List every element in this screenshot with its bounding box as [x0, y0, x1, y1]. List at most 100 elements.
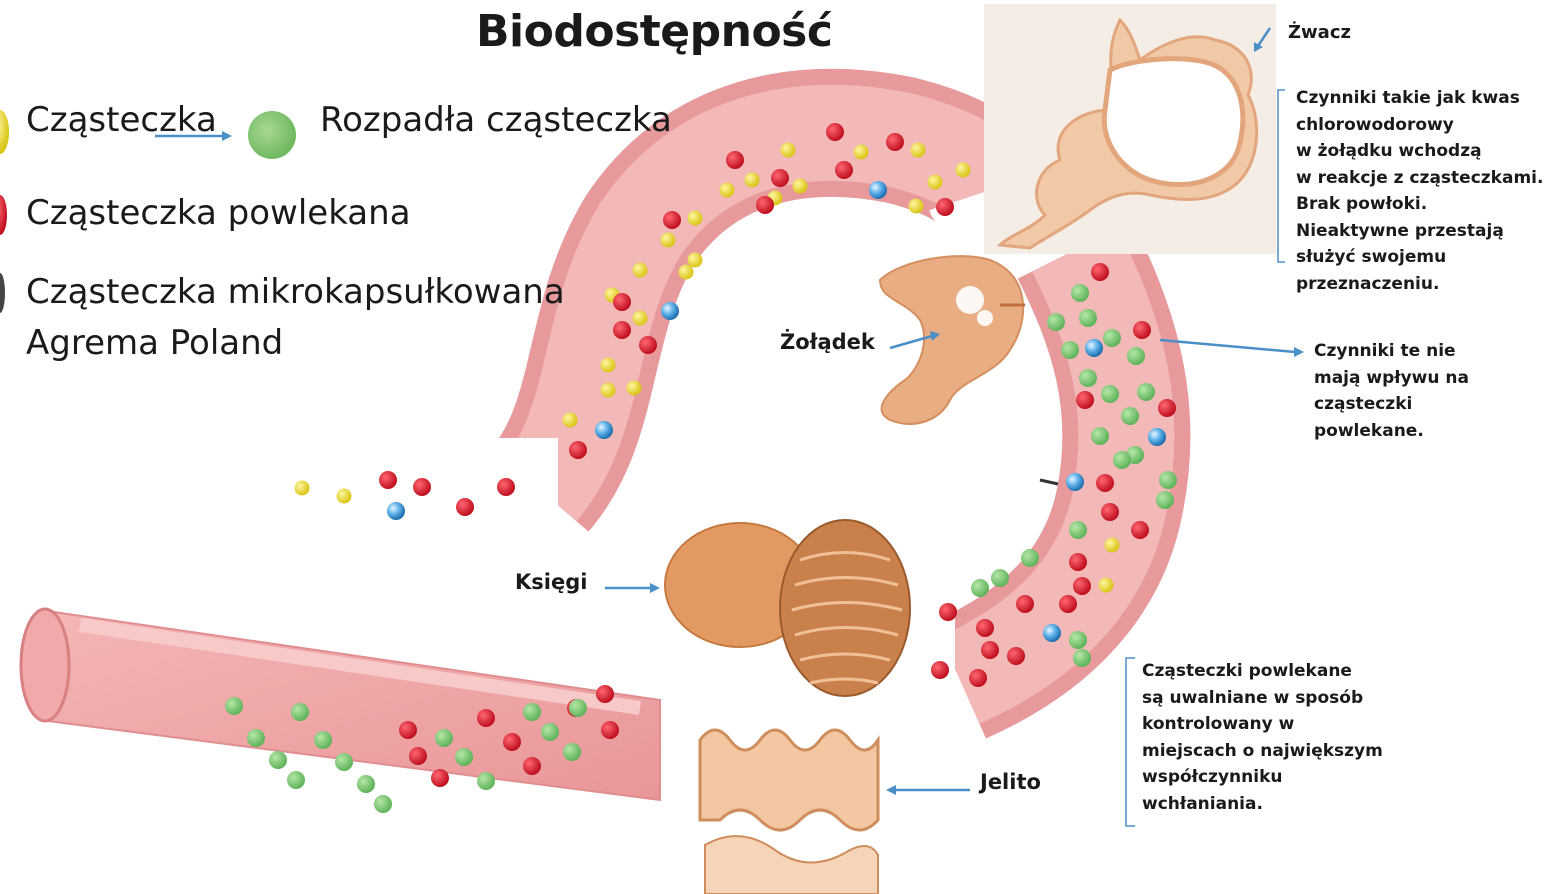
stomach-image	[880, 256, 1025, 424]
particle-dot	[661, 233, 676, 248]
coated-particle-dot	[726, 151, 744, 169]
particle-dot	[909, 199, 924, 214]
coated-particle-dot	[981, 641, 999, 659]
broken-particle-dot	[1121, 407, 1139, 425]
microencapsulated-particle-dot	[387, 502, 405, 520]
broken-particle-dot	[1079, 369, 1097, 387]
broken-particle-marker	[248, 111, 296, 159]
broken-particle-dot	[1079, 309, 1097, 327]
microencapsulated-particle-dot	[661, 302, 679, 320]
microencapsulated-particle-dot	[1148, 428, 1166, 446]
particle-dot	[745, 173, 760, 188]
coated-particle-dot	[1131, 521, 1149, 539]
coated-particle-dot	[663, 211, 681, 229]
broken-particle-dot	[225, 697, 243, 715]
particle-dot	[627, 381, 642, 396]
particle-dot	[911, 143, 926, 158]
particle-dot	[793, 179, 808, 194]
broken-particle-dot	[971, 579, 989, 597]
coated-particle-dot	[1016, 595, 1034, 613]
broken-particle-dot	[1069, 521, 1087, 539]
coated-particle-dot	[1091, 263, 1109, 281]
omasum-image	[665, 520, 910, 696]
broken-particle-dot	[991, 569, 1009, 587]
release-note: Cząsteczki powlekane są uwalniane w spos…	[1142, 658, 1383, 817]
broken-particle-dot	[1156, 491, 1174, 509]
legend-broken-particle: Rozpadła cząsteczka	[320, 100, 672, 140]
coated-particle-dot	[936, 198, 954, 216]
coated-particle-dot	[497, 478, 515, 496]
coated-particle-dot	[613, 321, 631, 339]
microencapsulated-particle-dot	[1085, 339, 1103, 357]
coated-particle-dot	[503, 733, 521, 751]
broken-particle-dot	[335, 753, 353, 771]
particle-dot	[720, 183, 735, 198]
broken-particle-dot	[1113, 451, 1131, 469]
particle-dot	[1105, 538, 1120, 553]
legend-particle: Cząsteczka	[26, 100, 217, 140]
coated-particle-dot	[601, 721, 619, 739]
broken-particle-dot	[374, 795, 392, 813]
particle-dot	[633, 263, 648, 278]
particle-dot	[601, 383, 616, 398]
broken-particle-dot	[541, 723, 559, 741]
particle-dot	[956, 163, 971, 178]
particle-dot	[679, 265, 694, 280]
coated-particle-dot	[1073, 577, 1091, 595]
coated-particle-dot	[1101, 503, 1119, 521]
coated-particle-dot	[756, 196, 774, 214]
broken-particle-dot	[314, 731, 332, 749]
microencapsulated-particle-dot	[1043, 624, 1061, 642]
broken-particle-dot	[1069, 631, 1087, 649]
microencapsulated-particle-dot	[595, 421, 613, 439]
broken-particle-dot	[1061, 341, 1079, 359]
legend-microencapsulated-2: Agrema Poland	[26, 323, 283, 363]
coated-particle-dot	[379, 471, 397, 489]
particle-dot	[601, 358, 616, 373]
broken-particle-dot	[569, 699, 587, 717]
broken-particle-dot	[477, 772, 495, 790]
coated-note: Czynniki te nie mają wpływu na cząsteczk…	[1314, 338, 1469, 444]
coated-particle-dot	[639, 336, 657, 354]
label-intestine: Jelito	[980, 770, 1041, 794]
coated-particle-dot	[969, 669, 987, 687]
coated-particle-dot	[771, 169, 789, 187]
coated-particle-dot	[523, 757, 541, 775]
legend-microencapsulated-1: Cząsteczka mikrokapsułkowana	[26, 272, 565, 312]
coated-particle-dot	[1007, 647, 1025, 665]
broken-particle-dot	[523, 703, 541, 721]
coated-particle-dot	[886, 133, 904, 151]
coated-particle-dot	[826, 123, 844, 141]
intestine-image	[695, 714, 880, 894]
broken-particle-dot	[357, 775, 375, 793]
coated-particle-dot	[939, 603, 957, 621]
coated-particle-dot	[1096, 474, 1114, 492]
particle-dot	[781, 143, 796, 158]
particle-dot	[928, 175, 943, 190]
broken-particle-dot	[1103, 329, 1121, 347]
particle-dot	[854, 145, 869, 160]
broken-particle-dot	[1101, 385, 1119, 403]
broken-particle-dot	[1047, 313, 1065, 331]
page-title: Biodostępność	[476, 6, 832, 57]
legend-coated-particle: Cząsteczka powlekana	[26, 193, 411, 233]
broken-particle-dot	[1073, 649, 1091, 667]
microencapsulated-particle-dot	[869, 181, 887, 199]
broken-particle-dot	[1021, 549, 1039, 567]
coated-particle-dot	[569, 441, 587, 459]
broken-particle-dot	[1071, 284, 1089, 302]
broken-particle-dot	[563, 743, 581, 761]
broken-particle-dot	[287, 771, 305, 789]
rumen-note: Czynniki takie jak kwas chlorowodorowy w…	[1296, 85, 1543, 297]
particle-dot	[688, 211, 703, 226]
particle-dot	[688, 253, 703, 268]
coated-particle-dot	[931, 661, 949, 679]
coated-particle-dot	[1059, 595, 1077, 613]
broken-particle-dot	[1127, 347, 1145, 365]
coated-particle-dot	[1069, 553, 1087, 571]
coated-particle-dot	[596, 685, 614, 703]
particle-dot	[337, 489, 352, 504]
broken-particle-dot	[291, 703, 309, 721]
broken-particle-dot	[269, 751, 287, 769]
broken-particle-dot	[435, 729, 453, 747]
